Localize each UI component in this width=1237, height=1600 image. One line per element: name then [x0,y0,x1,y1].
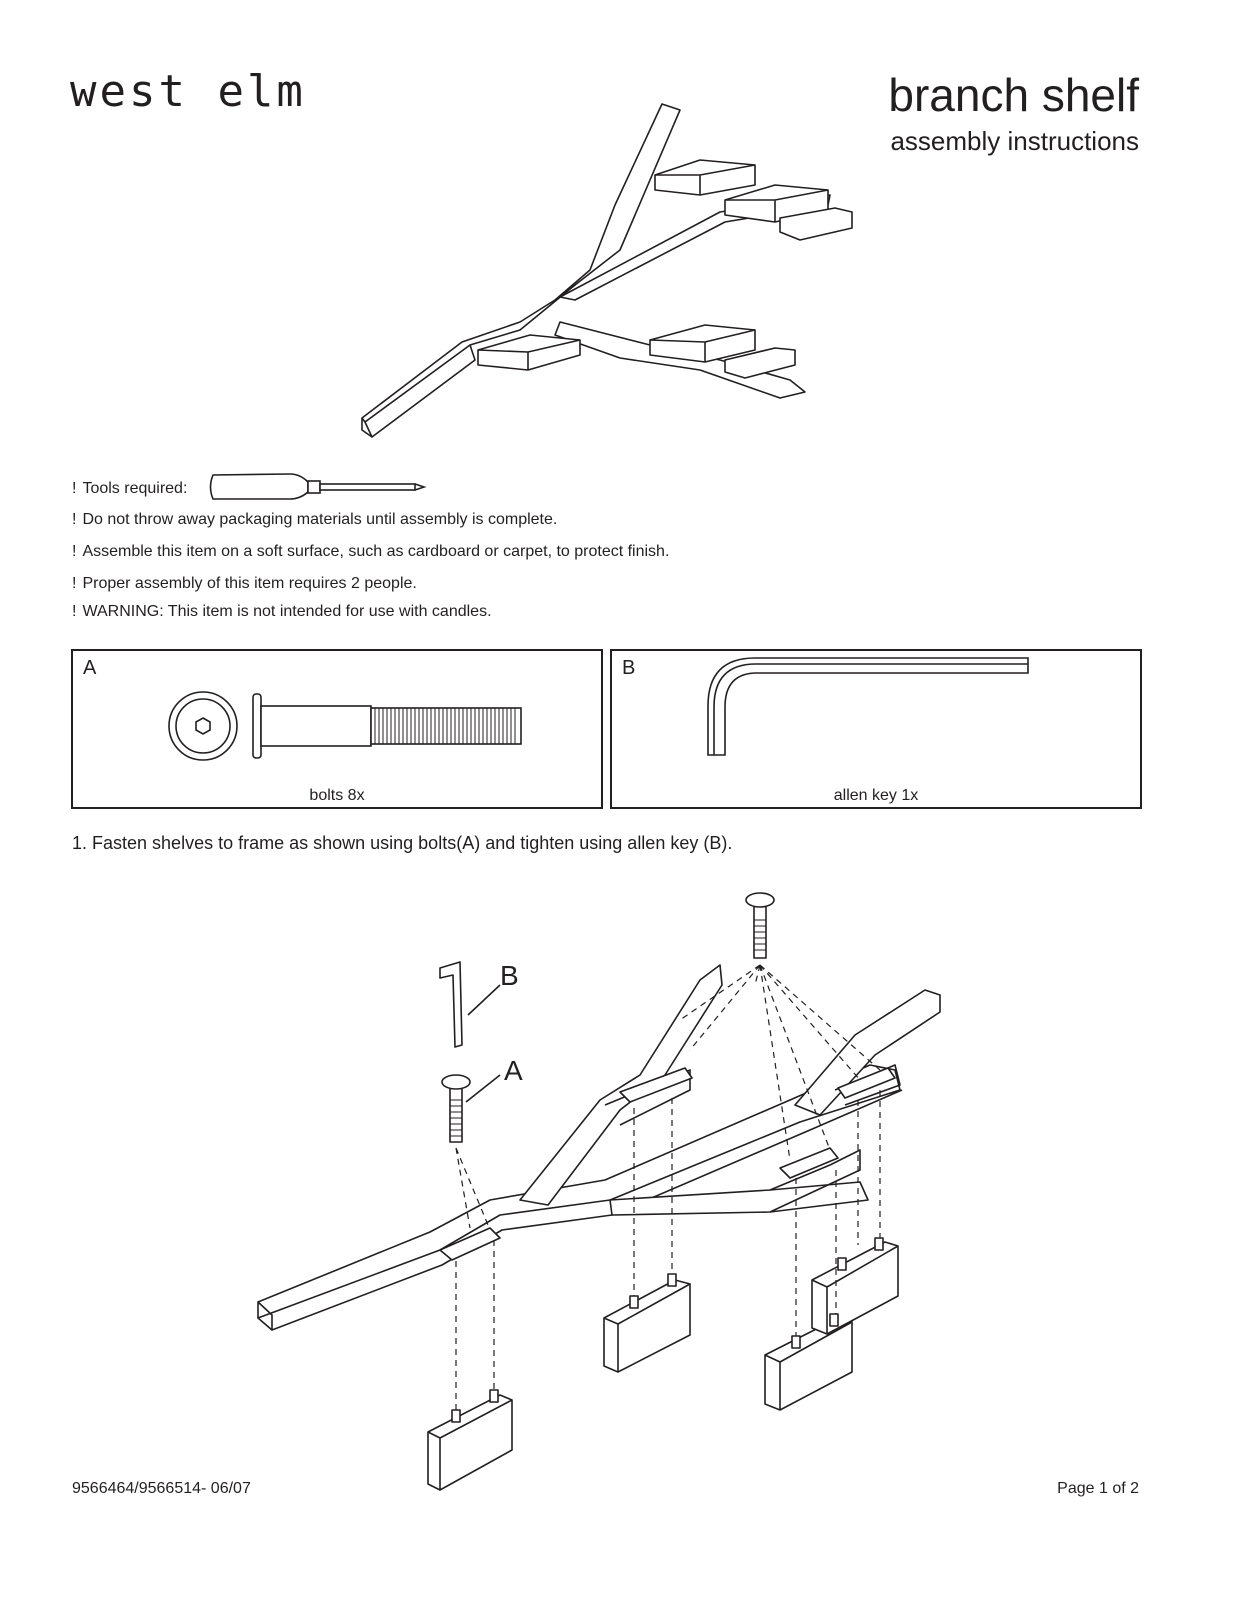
step-1-instruction: 1. Fasten shelves to frame as shown usin… [72,833,733,853]
note-marker: ! [72,575,77,592]
note-marker: ! [72,543,77,560]
note-soft-surface: ! Assemble this item on a soft surface, s… [72,543,669,561]
page-subtitle: assembly instructions [890,126,1139,156]
assembled-shelf-drawing [361,103,853,438]
part-a-caption: bolts 8x [309,787,365,804]
product-code: 9566464/9566514- 06/07 [72,1480,251,1497]
note-two-people: ! Proper assembly of this item requires 2… [72,575,417,593]
note-marker: ! [72,511,77,528]
note-text: WARNING: This item is not intended for u… [82,603,492,620]
brand-logo: west elm [70,66,306,117]
diagram-label-b: B [500,960,519,991]
note-warning: ! WARNING: This item is not intended for … [72,603,492,621]
diagram-label-a: A [504,1055,523,1086]
exploded-assembly-diagram [257,892,941,1491]
allen-key-part-drawing [707,657,1029,756]
note-marker: ! [72,480,77,497]
note-text: Assemble this item on a soft surface, su… [82,543,670,560]
page-title: branch shelf [888,69,1139,121]
note-marker: ! [72,603,77,620]
part-b-caption: allen key 1x [833,787,919,804]
note-tools-required: ! Tools required: [72,480,187,498]
note-text: Do not throw away packaging materials un… [82,511,558,528]
page-number: Page 1 of 2 [1057,1480,1139,1497]
part-a-box: A bolts 8x [71,649,603,809]
bolt-part-drawing [168,691,522,761]
part-b-letter: B [622,657,636,679]
screwdriver-icon [209,473,427,500]
note-text: Proper assembly of this item requires 2 … [82,575,417,592]
part-b-box: B allen key 1x [610,649,1142,809]
part-a-letter: A [83,657,97,679]
note-text: Tools required: [82,480,188,497]
note-packaging: ! Do not throw away packaging materials u… [72,511,557,529]
